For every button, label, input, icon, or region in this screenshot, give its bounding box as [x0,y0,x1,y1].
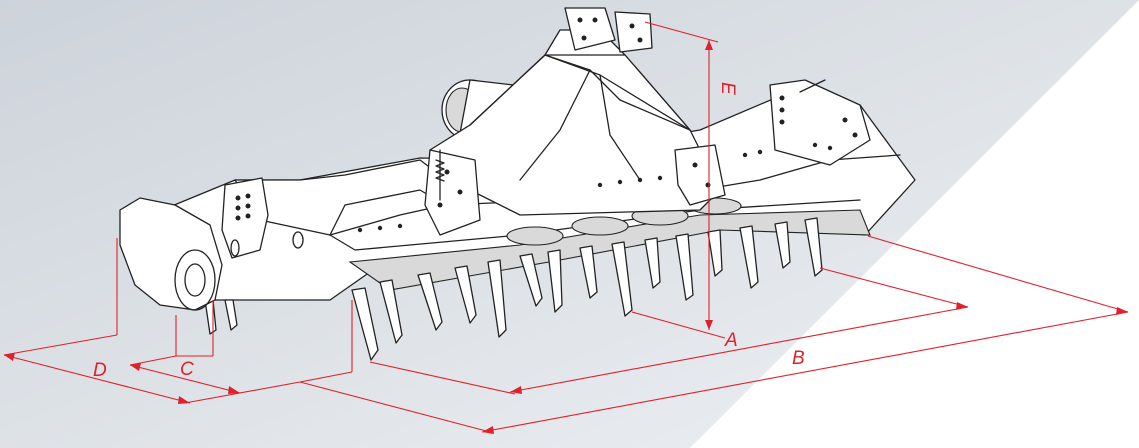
dimension-d [3,238,491,433]
dimension-a [631,311,726,339]
dimension-label-b: B [792,348,805,369]
dimension-label-e: E [717,82,738,95]
dimension-e [644,21,719,330]
rotor-discs [506,197,742,246]
dimension-arrowheads [4,40,1128,434]
dimension-label-c: C [180,359,194,380]
right-side-bracket [769,79,871,166]
dimension-b-outer-width [299,235,1129,433]
dimension-b-working-width [369,267,969,395]
dimension-lines: E A B C D [3,21,1129,434]
left-side-plate [119,197,223,311]
power-harrow-drawing [119,7,916,361]
dimension-label-d: D [93,360,107,381]
dimension-c [129,300,241,394]
dimension-label-a: A [724,330,738,351]
white-corner-area [690,0,1139,448]
tines [204,217,823,361]
